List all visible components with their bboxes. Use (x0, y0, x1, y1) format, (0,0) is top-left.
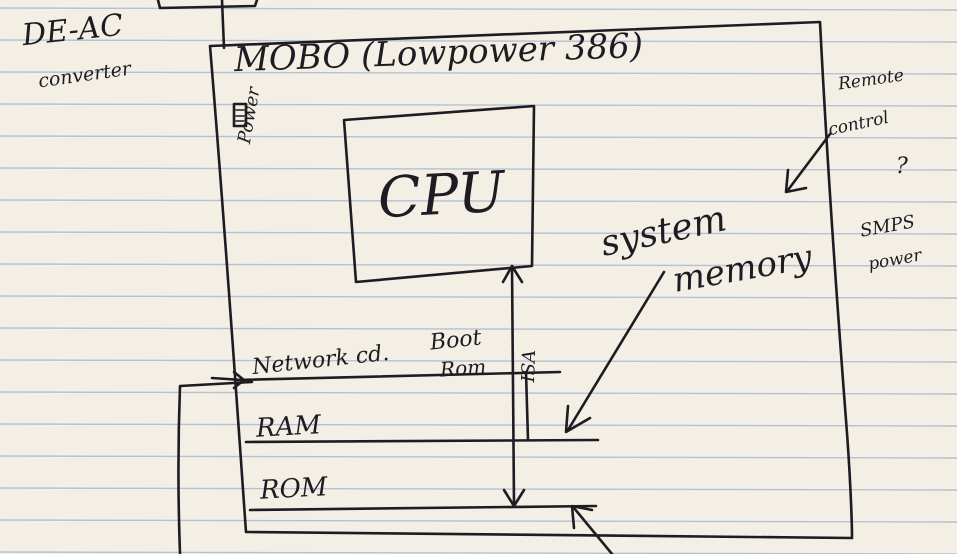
rom-label: ROM (259, 472, 329, 506)
ruled-line (0, 263, 957, 267)
isa-divider (524, 370, 530, 442)
network-card-box (177, 380, 254, 554)
ruled-lines (0, 7, 957, 554)
ruled-line (0, 135, 957, 139)
memory-arrow (566, 270, 666, 432)
bottom-arrow (572, 506, 614, 554)
ruled-line (0, 423, 957, 427)
ruled-line (0, 487, 957, 491)
bus-line-middle (244, 438, 600, 444)
cpu-box (342, 104, 536, 284)
isa-arrow-up (501, 264, 524, 284)
top-box-fragment (156, 0, 259, 10)
ruled-line (0, 199, 957, 203)
ruled-line (0, 39, 957, 43)
top-connector-line (220, 0, 226, 50)
boot-rom-label: Rom (439, 354, 487, 382)
ruled-line (0, 103, 957, 107)
boot-label: Boot (428, 325, 483, 356)
remote-arrow (786, 132, 832, 192)
bus-line-top (234, 370, 562, 382)
ruled-line (0, 391, 957, 395)
ruled-line (0, 359, 957, 363)
power-connector (232, 102, 248, 128)
ruled-line (0, 167, 957, 171)
isa-label: ISA (518, 349, 541, 383)
cpu-label: CPU (376, 159, 507, 232)
ruled-line (0, 327, 957, 331)
bus-line-bottom (248, 504, 598, 512)
ruled-line (0, 7, 957, 11)
motherboard-outline (208, 20, 854, 540)
question-mark: ? (896, 154, 908, 179)
isa-bus-line (510, 264, 516, 506)
ram-label: RAM (255, 410, 322, 444)
ruled-line (0, 455, 957, 459)
isa-arrow-down (502, 488, 526, 508)
ruled-line (0, 231, 957, 235)
ruled-line (0, 519, 957, 523)
network-card-arrow (210, 370, 246, 390)
ruled-line (0, 71, 957, 75)
ruled-line (0, 295, 957, 299)
